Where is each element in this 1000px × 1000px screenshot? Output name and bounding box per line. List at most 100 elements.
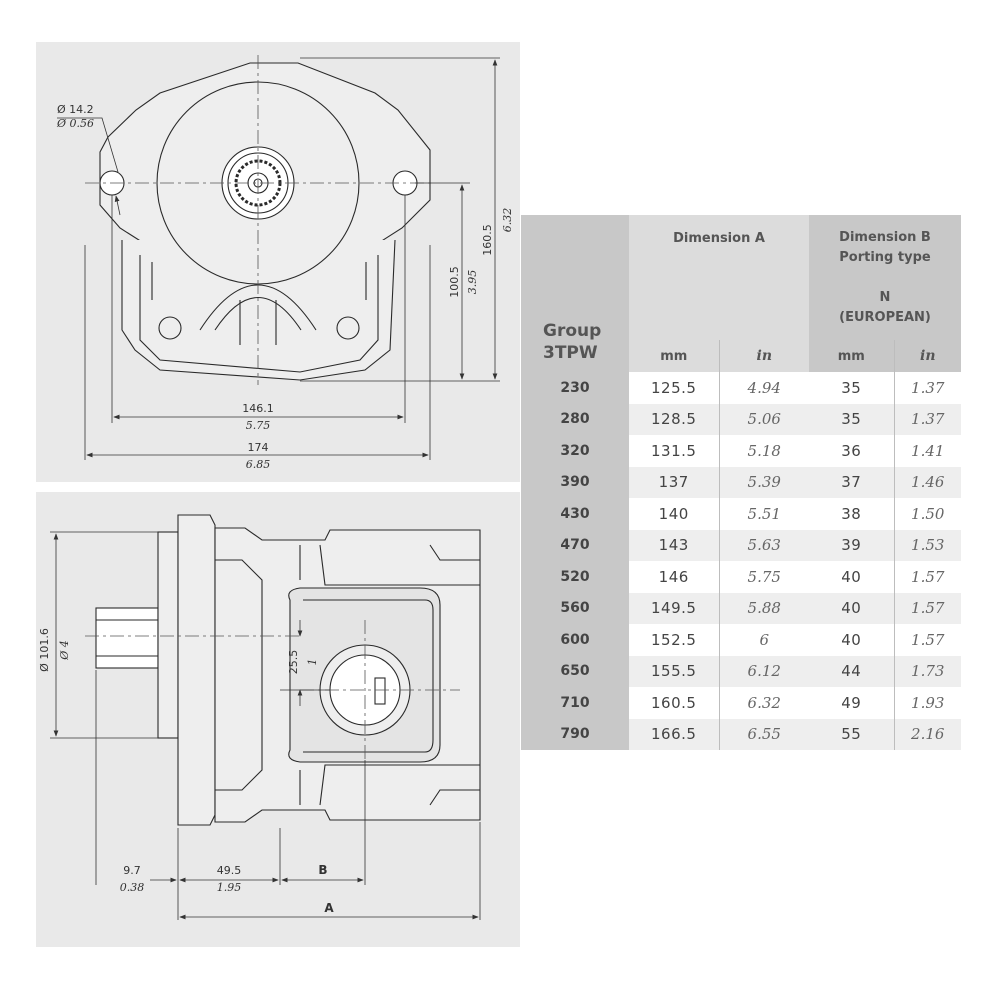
dim-b-in-cell: 1.57	[893, 561, 961, 593]
table-row: 710 160.5 6.32 49 1.93	[521, 687, 961, 719]
shaft-len-mm: 9.7	[123, 864, 141, 877]
port-offset-in: 1	[306, 659, 319, 666]
dim-b-in-cell: 1.57	[893, 592, 961, 624]
dim-b-mm-cell: 35	[841, 410, 862, 429]
flange-len-in: 1.95	[217, 881, 242, 894]
dim-b-in-cell: 1.37	[893, 403, 961, 435]
side-view-dimensions: Ø 101.6 Ø 4 25.5 1 9.7 0.38 49.5 1.95 B …	[38, 628, 334, 915]
dim-b-mm-cell: 40	[841, 567, 862, 586]
group-cell: 230	[521, 372, 629, 404]
unit-b-mm: mm	[809, 340, 894, 372]
dim-b-mm-cell: 35	[841, 378, 862, 397]
dimension-b-header: Dimension B Porting type N (EUROPEAN)	[809, 215, 961, 340]
pilot-dia-mm: Ø 101.6	[38, 628, 51, 672]
dim-b-label: Dimension B	[839, 229, 931, 245]
height-total-mm: 160.5	[481, 224, 494, 256]
porting-type-label: Porting type	[839, 249, 931, 265]
dim-a-in-cell: 6	[718, 624, 809, 656]
dim-a-in-cell: 5.88	[718, 592, 809, 624]
width-in: 6.85	[246, 458, 271, 471]
dim-b-in-cell: 1.57	[893, 624, 961, 656]
group-label-line1: Group	[543, 321, 602, 341]
unit-b-in: in	[893, 340, 961, 372]
height-total-in: 6.32	[501, 208, 514, 233]
dim-b-mm-cell: 44	[841, 662, 862, 681]
dim-b-in-cell: 1.50	[893, 498, 961, 530]
dim-b-mm-cell: 55	[841, 725, 862, 744]
group-cell: 710	[521, 687, 629, 719]
group-cell: 650	[521, 655, 629, 687]
dim-a-in-cell: 6.32	[718, 687, 809, 719]
dim-b-in-cell: 2.16	[893, 718, 961, 750]
hole-spacing-in: 5.75	[246, 419, 271, 432]
dimension-table: Group 3TPW Dimension A Dimension B Porti…	[521, 215, 961, 750]
dim-a-in-cell: 4.94	[718, 372, 809, 404]
height-center-mm: 100.5	[448, 266, 461, 298]
hole-spacing-mm: 146.1	[242, 402, 274, 415]
dim-a-in-cell: 5.39	[718, 466, 809, 498]
dimension-b-label: B	[318, 863, 327, 877]
dim-a-mm-cell: 166.5	[651, 725, 697, 744]
porting-name: (EUROPEAN)	[839, 309, 931, 325]
hole-dia-in: Ø 0.56	[56, 117, 94, 130]
dim-a-mm-cell: 160.5	[651, 693, 697, 712]
flange-len-mm: 49.5	[217, 864, 242, 877]
dim-b-in-cell: 1.73	[893, 655, 961, 687]
dim-a-mm-cell: 143	[658, 536, 689, 555]
dim-a-mm-cell: 155.5	[651, 662, 697, 681]
port-offset-mm: 25.5	[287, 650, 300, 675]
table-row: 230 125.5 4.94 35 1.37	[521, 372, 961, 404]
dim-a-mm-cell: 146	[658, 567, 689, 586]
dim-a-in-cell: 6.55	[718, 718, 809, 750]
dim-a-in-cell: 6.12	[718, 655, 809, 687]
front-view-drawing	[57, 55, 500, 460]
dim-a-in-cell: 5.06	[718, 403, 809, 435]
height-center-in: 3.95	[466, 270, 479, 295]
side-view-drawing	[50, 514, 481, 920]
dim-b-mm-cell: 37	[841, 473, 862, 492]
table-row: 520 146 5.75 40 1.57	[521, 561, 961, 593]
group-cell: 320	[521, 435, 629, 467]
dim-b-in-cell: 1.93	[893, 687, 961, 719]
dim-b-in-cell: 1.37	[893, 372, 961, 404]
dim-a-mm-cell: 149.5	[651, 599, 697, 618]
width-mm: 174	[248, 441, 269, 454]
dim-b-mm-cell: 40	[841, 630, 862, 649]
dim-a-mm-cell: 137	[658, 473, 689, 492]
hole-dia-mm: Ø 14.2	[57, 103, 94, 116]
dim-a-mm-cell: 140	[658, 504, 689, 523]
unit-a-mm: mm	[629, 340, 719, 372]
group-cell: 790	[521, 718, 629, 750]
dimension-a-label: A	[324, 901, 334, 915]
dimension-a-header: Dimension A	[629, 215, 809, 340]
pilot-dia-in: Ø 4	[58, 640, 71, 661]
shaft-len-in: 0.38	[120, 881, 145, 894]
dim-a-mm-cell: 131.5	[651, 441, 697, 460]
table-row: 390 137 5.39 37 1.46	[521, 466, 961, 498]
group-cell: 390	[521, 466, 629, 498]
porting-code: N	[879, 289, 891, 305]
group-header: Group 3TPW	[521, 215, 629, 372]
front-view-dimensions: Ø 14.2 Ø 0.56 160.5 6.32 100.5 3.95 146.…	[56, 103, 514, 471]
dim-a-in-cell: 5.18	[718, 435, 809, 467]
table-row: 790 166.5 6.55 55 2.16	[521, 718, 961, 750]
dim-b-in-cell: 1.41	[893, 435, 961, 467]
dim-a-mm-cell: 152.5	[651, 630, 697, 649]
group-cell: 430	[521, 498, 629, 530]
dim-b-mm-cell: 39	[841, 536, 862, 555]
dim-a-in-cell: 5.51	[718, 498, 809, 530]
dim-b-mm-cell: 49	[841, 693, 862, 712]
dim-b-in-cell: 1.46	[893, 466, 961, 498]
group-label-line2: 3TPW	[543, 343, 598, 363]
dim-a-in-cell: 5.75	[718, 561, 809, 593]
dim-a-mm-cell: 125.5	[651, 378, 697, 397]
dim-a-mm-cell: 128.5	[651, 410, 697, 429]
dim-b-mm-cell: 36	[841, 441, 862, 460]
group-cell: 520	[521, 561, 629, 593]
